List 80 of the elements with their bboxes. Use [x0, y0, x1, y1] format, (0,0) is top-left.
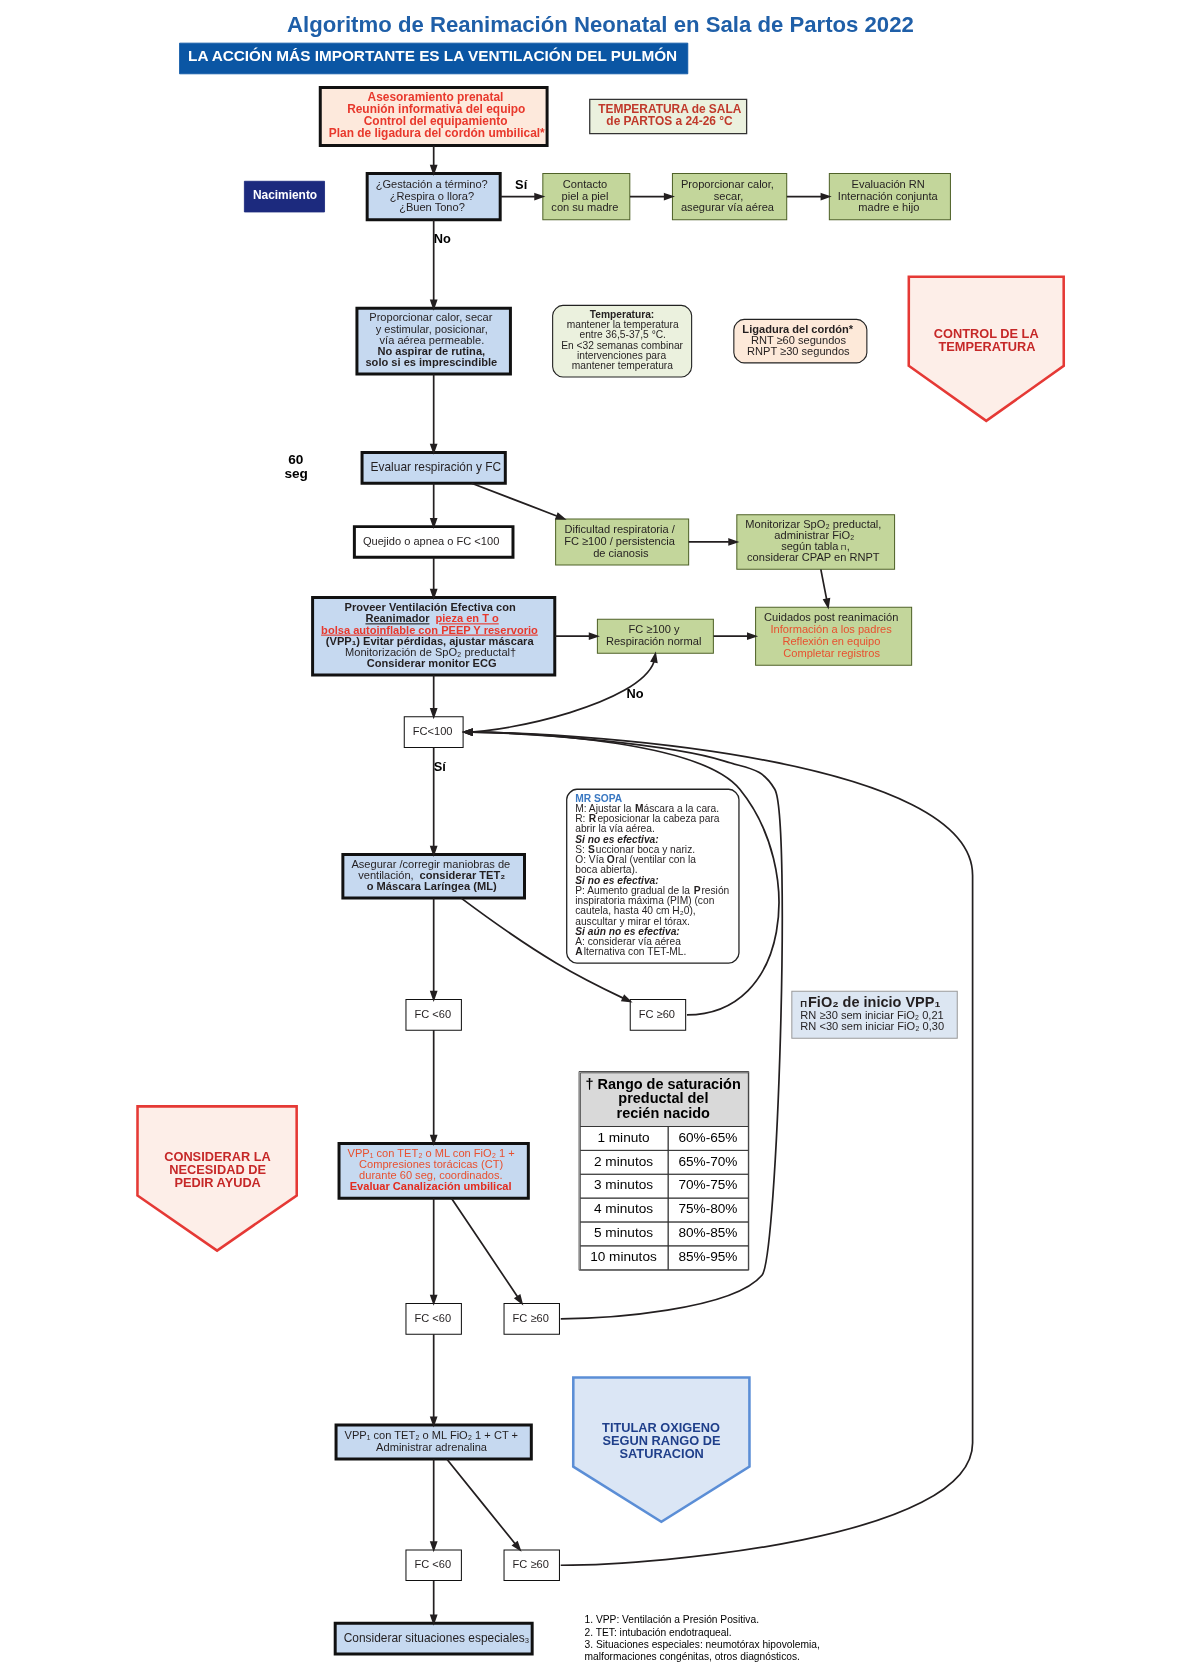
label: 5 minutos: [593, 1225, 653, 1241]
arrow: [459, 897, 633, 1003]
node-box: Asegurar /corregir maniobras de ventilación, considerar TET₂ o Máscara Laríngea (ML): [340, 853, 526, 900]
label: 3 minutos: [593, 1177, 653, 1193]
arrow: [470, 482, 567, 520]
arrow: [553, 632, 600, 641]
arrow: [461, 728, 783, 1320]
arrow: [445, 1458, 522, 1552]
node-box: TEMPERATURA de SALA de PARTOS a 24-26 °C: [588, 98, 747, 135]
arrow: [429, 897, 438, 1002]
label: 75%-80%: [677, 1201, 737, 1217]
arrow: [429, 674, 438, 720]
node-box: Nacimiento: [243, 180, 325, 213]
node-box: Ligadura del cordón* RNT ≥60 segundos RNPT ≥30 segundos: [732, 318, 867, 364]
label: 60 seg: [283, 452, 308, 481]
arrow: [429, 1580, 438, 1626]
label: 70%-75%: [677, 1177, 737, 1193]
label: 60%-65%: [677, 1129, 737, 1145]
edge-label: No: [625, 686, 643, 702]
node-box: FC ≥60: [503, 1549, 560, 1582]
label: 1 minuto: [596, 1129, 650, 1145]
node-box: Cuidados post reanimación Información a los padres Reflexión en equipo Completar registros: [754, 606, 912, 666]
arrow: [461, 728, 973, 1567]
arrow: [429, 1197, 438, 1306]
node-box: FC ≥60: [629, 998, 686, 1031]
label: 1. VPP: Ventilación a Presión Positiva.: [584, 1613, 759, 1625]
label: 2. TET: intubación endotraqueal.: [584, 1626, 732, 1638]
node-box: FC ≥60: [503, 1302, 560, 1335]
label: 10 minutos: [589, 1249, 657, 1265]
edge-label: Sí: [514, 176, 527, 192]
label: 65%-70%: [677, 1153, 737, 1169]
arrow: [450, 1197, 523, 1306]
edge-label: Sí: [433, 758, 446, 774]
arrow: [819, 568, 830, 610]
node-box: FC<100: [403, 716, 464, 748]
arrow: [628, 192, 675, 201]
node-box: FC <60: [404, 1302, 462, 1335]
arrow: [429, 1458, 438, 1553]
diagram-title: Algoritmo de Reanimación Neonatal en Sala de Partos 2022: [286, 11, 914, 37]
arrow: [429, 218, 438, 311]
node-box: ΠFiO₂ de inicio VPP₁ RN ≥30 sem iniciar FiO₂ 0,21 RN <30 sem iniciar FiO₂ 0,30: [790, 990, 958, 1039]
node-box: LA ACCIÓN MÁS IMPORTANTE ES LA VENTILACIÓN DEL PULMÓN: [178, 42, 688, 75]
arrow: [429, 144, 438, 176]
edge-label: No: [433, 230, 451, 246]
node-box: FC <60: [404, 998, 462, 1031]
arrow: [499, 192, 545, 201]
label: 80%-85%: [677, 1225, 737, 1241]
node-box: Evaluación RN Internación conjunta madre e hijo: [828, 173, 951, 221]
arrow: [429, 556, 438, 600]
node-box: Contacto piel a piel con su madre: [541, 173, 630, 221]
arrow: [687, 538, 739, 546]
node-box: Proveer Ventilación Efectiva con Reanimador pieza en T o bolsa autoinflable con PEEP Y reservorio (VPP₁) Evitar pérdidas, ajustar máscara Monitorización de SpO₂ preductal† Considerar monitor ECG: [310, 595, 556, 677]
node-box: Proporcionar calor, secar y estimular, posicionar, vía aérea permeable. No aspirar de rutina, solo si es imprescindible: [354, 306, 512, 376]
arrow: [461, 728, 780, 1016]
label: 4 minutos: [593, 1201, 653, 1217]
arrow: [429, 746, 438, 857]
node-box: Proporcionar calor, secar, asegurar vía aérea: [671, 173, 787, 221]
arrow: [429, 482, 438, 530]
arrow: [785, 192, 832, 201]
node-box: Monitorizar SpO₂ preductal, administrar FiO₂ según tablaΠ, considerar CPAP en RNPT: [735, 514, 895, 570]
node-box: Evaluar respiración y FC: [360, 450, 507, 485]
label: 3. Situaciones especiales: neumotórax hipovolemia, malformaciones congénitas, otros diagnósticos.: [584, 1639, 820, 1662]
node-box: Dificultad respiratoria / FC ≥100 / persistencia de cianosis: [554, 518, 689, 566]
node-box: VPP₁ con TET₂ o ML FiO₂ 1 + CT + Administrar adrenalina: [334, 1423, 533, 1461]
label: † Rango de saturación preductal del recién nacido: [584, 1075, 741, 1121]
node-box: FC ≥100 y Respiración normal: [596, 618, 714, 654]
node-box: Asesoramiento prenatal Reunión informativa del equipo Control del equipamiento Plan de ligadura del cordón umbilical*: [318, 86, 549, 147]
node-box: MR SOPA M: Ajustar la Máscara a la cara. R: Reposicionar la cabeza para abrir la vía aérea. Si no es efectiva: S: Succionar boca y nariz. O: Vía Oral (ventilar con la boca abierta). Si no es efectiva: P: Aumento gradual de la Presión inspiratoria máxima (PIM) (con cautela, hasta 40 cm H₂0), auscultar y mirar el tórax. Si aún no es efectiva: A: considerar vía aérea Alternativa con TET-ML.: [565, 788, 740, 964]
node-box: Quejido o apnea o FC <100: [352, 525, 514, 559]
label: 2 minutos: [593, 1153, 653, 1169]
arrow: [712, 632, 758, 641]
node-box: Temperatura: mantener la temperatura entre 36,5-37,5 °C. En <32 semanas combinar intervenciones para mantener temperatura: [551, 304, 692, 378]
node-box: Considerar situaciones especiales₃: [333, 1621, 534, 1656]
node-box: FC <60: [404, 1549, 462, 1582]
arrow: [429, 1029, 438, 1146]
label: 85%-95%: [677, 1249, 737, 1265]
node-box: ¿Gestación a término? ¿Respira o llora? ¿Buen Tono?: [365, 172, 502, 222]
node-box: VPP₁ con TET₂ o ML con FiO₂ 1 + Compresiones torácicas (CT) durante 60 seg, coordinados. Evaluar Canalización umbilical: [337, 1142, 530, 1200]
arrow: [429, 373, 438, 455]
arrow: [429, 1333, 438, 1428]
